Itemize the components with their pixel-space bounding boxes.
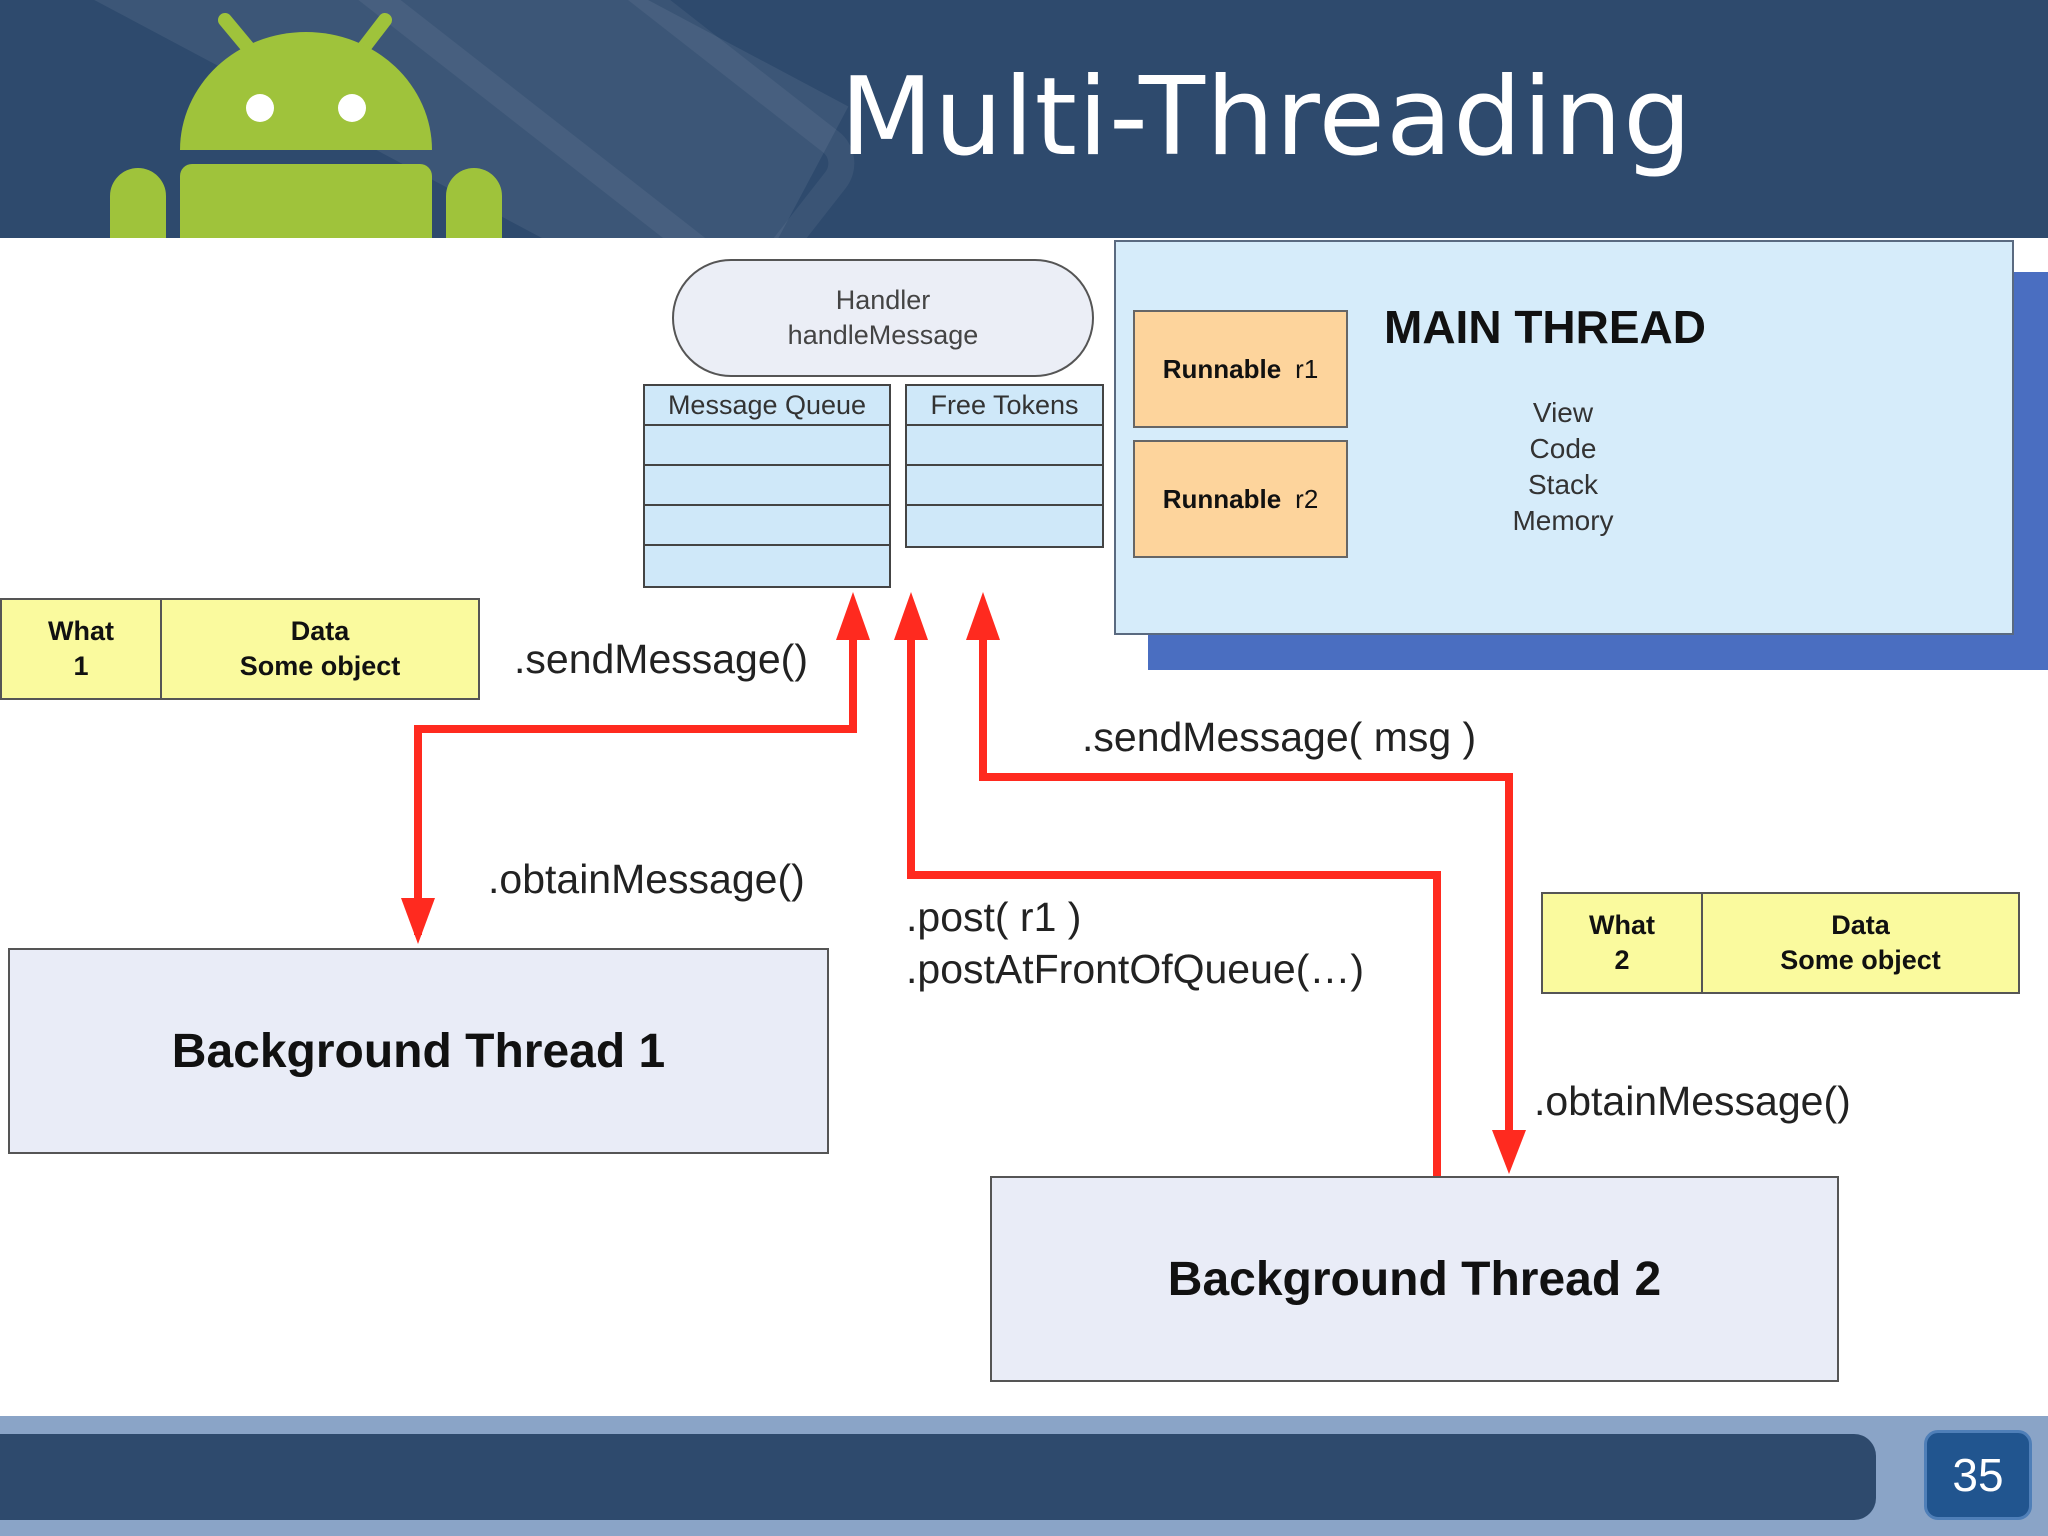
data-value: Some object (239, 651, 401, 681)
what-label: What (48, 616, 114, 646)
post-r1-label: .post( r1 ) (906, 894, 1082, 940)
handler-box: Handler handleMessage (672, 259, 1094, 377)
data-value: Some object (1780, 945, 1941, 975)
page-number-text: 35 (1952, 1449, 2004, 1501)
data-label: Data (1831, 910, 1890, 940)
free-tokens-header: Free Tokens (905, 384, 1104, 426)
handle-message-label: handleMessage (787, 320, 979, 350)
message-queue-slot (643, 544, 891, 588)
arrowhead-down (1492, 1130, 1526, 1174)
message-queue-slot (643, 464, 891, 506)
main-thread-box (1114, 240, 2014, 635)
arrowhead-up (836, 592, 870, 640)
free-token-slot (905, 464, 1104, 506)
free-token-slot (905, 424, 1104, 466)
slide-title: Multi-Threading (840, 55, 1693, 180)
main-thread-line: Memory (1512, 505, 1614, 536)
message-what-cell: What 1 (2, 600, 162, 698)
footer-bar (0, 1434, 1876, 1520)
what-label: What (1589, 910, 1655, 940)
android-logo-icon (110, 13, 502, 238)
message-1: What 1 Data Some object (0, 598, 480, 700)
send-message-msg-label: .sendMessage( msg ) (1082, 714, 1477, 760)
what-value: 2 (1614, 945, 1630, 975)
message-queue-slot (643, 504, 891, 546)
runnable-id: r1 (1295, 353, 1319, 384)
message-data-cell: Data Some object (1703, 894, 2018, 992)
arrowhead-up (966, 592, 1000, 640)
runnable-id: r2 (1295, 483, 1319, 514)
main-thread-contents: View Code Stack Memory (1460, 395, 1666, 539)
arrowhead-up (894, 592, 928, 640)
post-at-front-label: .postAtFrontOfQueue(…) (906, 946, 1365, 992)
runnable-label: Runnable (1162, 483, 1282, 514)
obtain-message-label-2: .obtainMessage() (1534, 1078, 1851, 1124)
send-message-label: .sendMessage() (514, 636, 808, 682)
page-number: 35 (1924, 1430, 2032, 1520)
background-thread-1: Background Thread 1 (8, 948, 829, 1154)
data-label: Data (290, 616, 350, 646)
message-queue-header: Message Queue (643, 384, 891, 426)
obtain-message-label-1: .obtainMessage() (488, 856, 805, 902)
runnable-r2: Runnable r2 (1133, 440, 1348, 558)
background-thread-2: Background Thread 2 (990, 1176, 1839, 1382)
main-thread-line: Code (1529, 433, 1597, 464)
handler-label: Handler (835, 285, 931, 315)
free-token-slot (905, 504, 1104, 548)
main-thread-line: Stack (1527, 469, 1599, 500)
message-data-cell: Data Some object (162, 600, 478, 698)
what-value: 1 (73, 651, 89, 681)
message-queue-slot (643, 424, 891, 466)
main-thread-line: View (1532, 397, 1594, 428)
arrowhead-down (401, 898, 435, 944)
runnable-label: Runnable (1162, 353, 1282, 384)
runnable-r1: Runnable r1 (1133, 310, 1348, 428)
message-what-cell: What 2 (1543, 894, 1703, 992)
arrow-send-message-msg (979, 630, 1513, 1148)
main-thread-title: MAIN THREAD (1384, 301, 1706, 353)
message-2: What 2 Data Some object (1541, 892, 2020, 994)
